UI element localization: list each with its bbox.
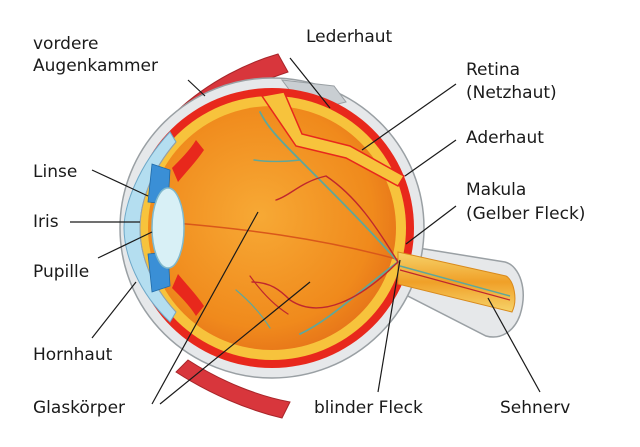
label-hornhaut: Hornhaut	[33, 345, 113, 365]
label-pupille: Pupille	[33, 262, 90, 282]
ciliary-body-lower	[172, 274, 204, 316]
label-lederhaut: Lederhaut	[306, 27, 393, 47]
leader-lines	[70, 57, 541, 405]
label-retina-2: (Netzhaut)	[466, 83, 557, 103]
lens	[151, 187, 185, 269]
label-blinder-fleck: blinder Fleck	[314, 398, 423, 418]
label-vordere-augenkammer-2: Augenkammer	[33, 56, 158, 76]
label-glaskoerper: Glaskörper	[33, 398, 126, 418]
label-vordere-augenkammer-1: vordere	[33, 34, 99, 54]
section-line	[161, 221, 401, 261]
layer-cutaway-step	[260, 91, 406, 187]
label-iris: Iris	[33, 212, 59, 232]
label-retina-1: Retina	[466, 60, 521, 80]
retinal-vessels	[235, 111, 399, 335]
label-linse: Linse	[33, 162, 78, 182]
label-aderhaut: Aderhaut	[466, 128, 544, 148]
lower-eye-muscle	[175, 359, 291, 419]
label-makula-2: (Gelber Fleck)	[466, 204, 586, 224]
label-sehnerv: Sehnerv	[500, 398, 571, 418]
vitreous-body	[148, 106, 396, 350]
optic-nerve-vessel	[399, 265, 511, 297]
ciliary-body-upper	[172, 140, 204, 182]
optic-nerve-artery	[399, 269, 511, 301]
label-makula-1: Makula	[466, 180, 527, 200]
